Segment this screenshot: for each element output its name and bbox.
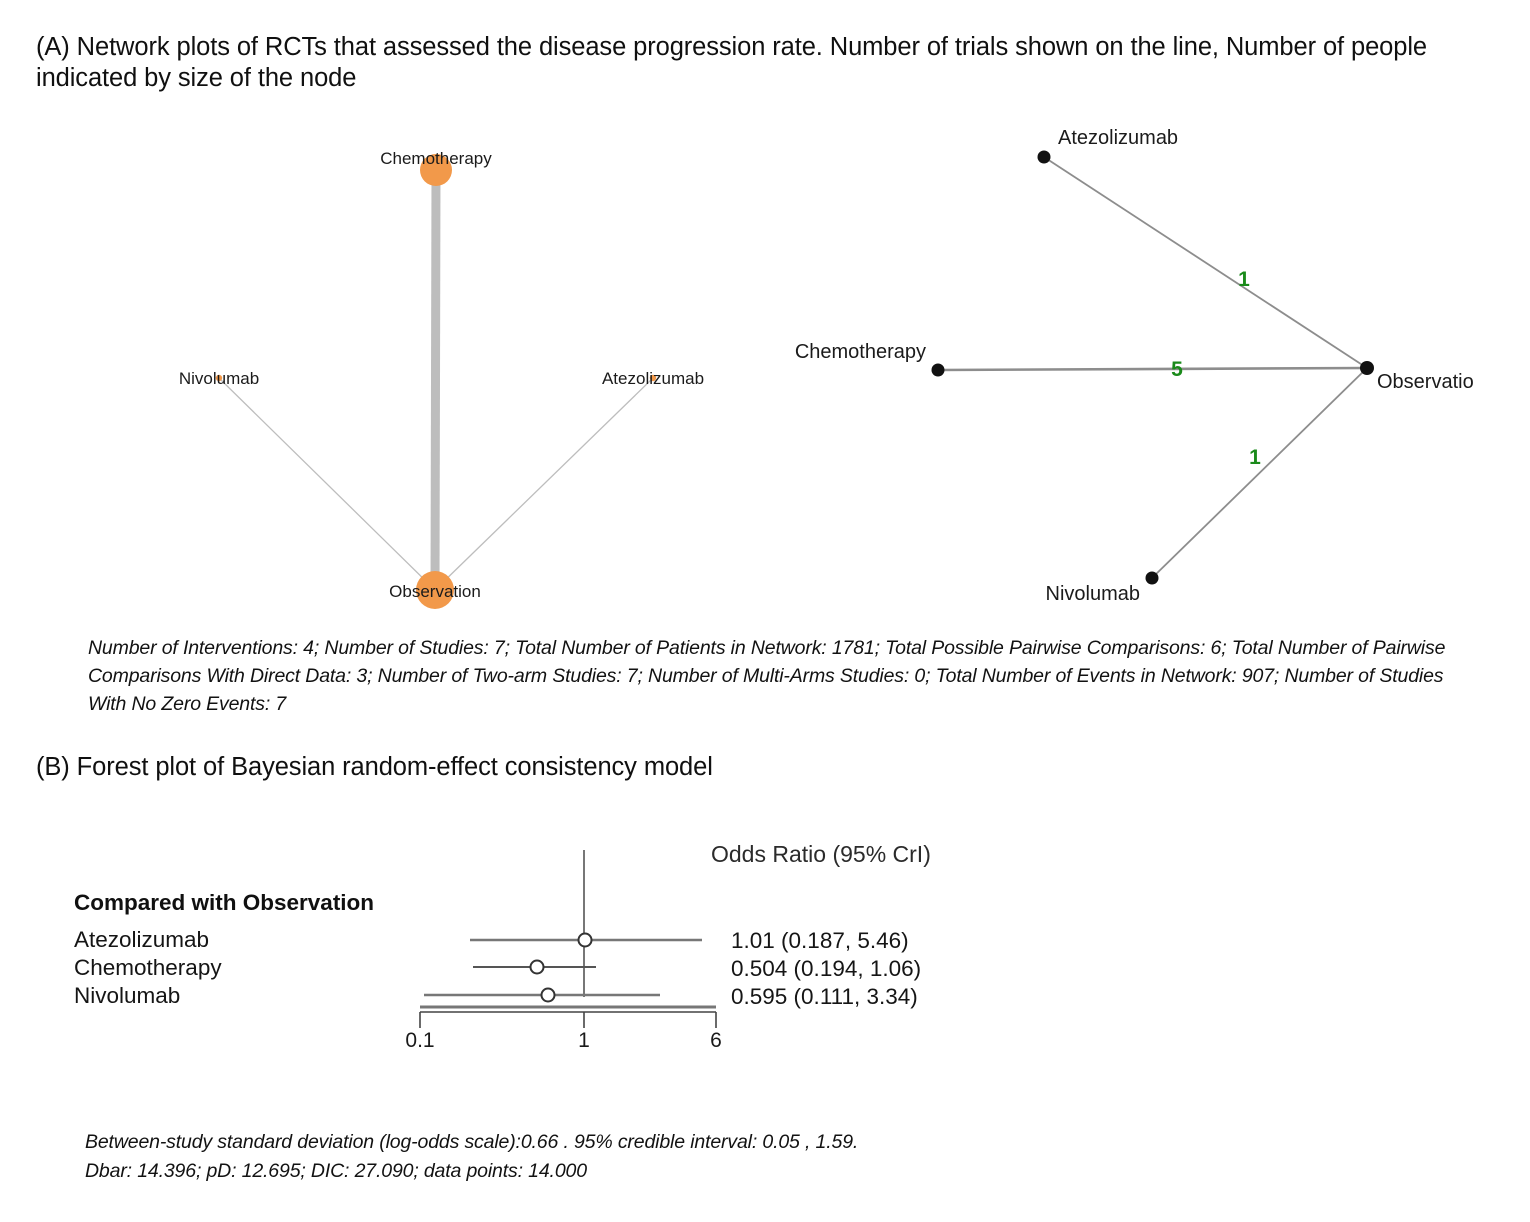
forest-axis: 0.1 1 6 [405,1005,722,1052]
node-chemotherapy[interactable] [420,154,452,186]
forest-row-value: 1.01 (0.187, 5.46) [731,928,909,953]
forest-point-estimate [577,932,593,948]
node-label-chemotherapy: Chemotherapy [795,341,926,363]
edge-atezolizumab-observation [1043,156,1368,369]
node-atezolizumab[interactable] [1037,150,1051,164]
node-observation[interactable] [1360,361,1374,375]
forest-row-chemotherapy: Chemotherapy 0.504 (0.194, 1.06) [74,955,921,981]
node-label-observation: Observatio [1377,371,1474,393]
edge-nivolumab-observation [218,377,436,591]
footnote-line-1: Between-study standard deviation (log-od… [85,1131,859,1153]
forest-row-atezolizumab: Atezolizumab 1.01 (0.187, 5.46) [74,927,909,953]
node-nivolumab[interactable] [215,374,223,382]
node-label-observation: Observation [389,582,481,601]
forest-point-estimate [529,959,545,975]
node-label-chemotherapy: Chemotherapy [380,149,492,168]
node-nivolumab[interactable] [1145,571,1159,585]
node-label-atezolizumab: Atezolizumab [1058,127,1178,149]
node-atezolizumab[interactable] [649,374,657,382]
network-plot-left: Chemotherapy Observation Nivolumab Atezo… [130,118,770,628]
node-label-nivolumab: Nivolumab [1046,583,1140,605]
panel-a-title: (A) Network plots of RCTs that assessed … [36,33,1427,92]
forest-row-label: Atezolizumab [74,927,209,952]
node-chemotherapy[interactable] [931,363,945,377]
forest-row-nivolumab: Nivolumab 0.595 (0.111, 3.34) [74,983,918,1009]
model-fit-footnote: Between-study standard deviation (log-od… [85,1128,1185,1186]
node-observation[interactable] [416,571,454,609]
forest-plot: Odds Ratio (95% CrI) Compared with Obser… [0,832,1000,1052]
node-label-atezolizumab: Atezolizumab [602,369,704,388]
edge-count-atezolizumab-observation: 1 [1238,268,1250,291]
forest-axis-tick-label-low: 0.1 [405,1029,434,1052]
forest-row-label: Nivolumab [74,983,180,1008]
edge-count-chemotherapy-observation: 5 [1171,358,1183,381]
footnote-line-2: Dbar: 14.396; pD: 12.695; DIC: 27.090; d… [85,1160,587,1182]
panel-b-title: (B) Forest plot of Bayesian random-effec… [36,753,713,781]
forest-plot-svg: Odds Ratio (95% CrI) Compared with Obser… [74,841,931,1052]
forest-axis-tick-label-high: 6 [710,1029,722,1052]
network-plot-right: Atezolizumab Chemotherapy Observatio Niv… [775,118,1530,628]
edge-atezolizumab-observation [434,377,654,591]
edge-count-nivolumab-observation: 1 [1249,446,1261,469]
forest-point-estimate [540,987,556,1003]
forest-axis-tick-label-mid: 1 [578,1029,590,1052]
edge-chemotherapy-observation [430,169,441,591]
forest-row-label: Chemotherapy [74,955,222,980]
forest-column-header: Odds Ratio (95% CrI) [711,841,931,867]
forest-row-value: 0.504 (0.194, 1.06) [731,956,921,981]
forest-group-heading: Compared with Observation [74,890,374,915]
forest-row-value: 0.595 (0.111, 3.34) [731,984,918,1009]
network-statistics-caption: Number of Interventions: 4; Number of St… [88,637,1446,715]
node-label-nivolumab: Nivolumab [179,369,259,388]
edge-chemotherapy-observation [937,366,1368,372]
network-left-svg: Chemotherapy Observation Nivolumab Atezo… [179,149,704,609]
edge-nivolumab-observation [1151,367,1368,579]
network-right-svg: Atezolizumab Chemotherapy Observatio Niv… [795,127,1474,605]
